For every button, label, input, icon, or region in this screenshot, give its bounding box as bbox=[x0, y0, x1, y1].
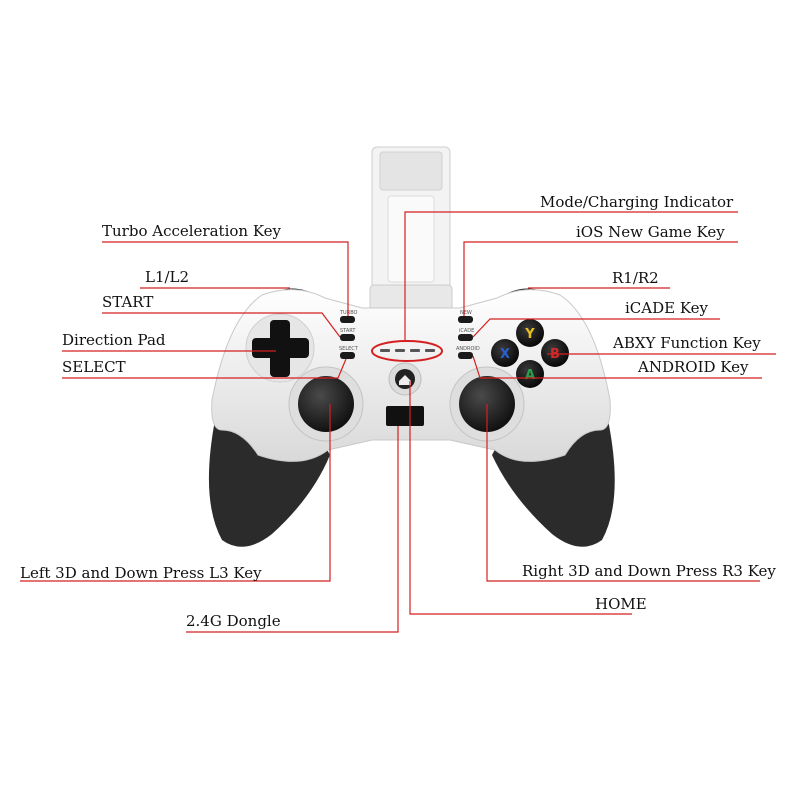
direction-pad[interactable] bbox=[245, 313, 315, 383]
home-button[interactable] bbox=[388, 362, 422, 396]
x-button[interactable]: X bbox=[491, 339, 519, 367]
start-button[interactable] bbox=[340, 334, 355, 341]
mode-charging-indicator bbox=[380, 349, 435, 352]
x-label: X bbox=[500, 347, 510, 362]
a-button[interactable]: A bbox=[516, 360, 544, 388]
label-r1r2: R1/R2 bbox=[612, 269, 659, 287]
left-analog-stick[interactable] bbox=[288, 366, 364, 442]
label-left3d: Left 3D and Down Press L3 Key bbox=[20, 564, 262, 582]
b-button[interactable]: B bbox=[541, 339, 569, 367]
select-print: SELECT bbox=[339, 346, 359, 352]
android-button[interactable] bbox=[458, 352, 473, 359]
leader-android bbox=[472, 355, 762, 379]
label-right3d: Right 3D and Down Press R3 Key bbox=[522, 562, 776, 580]
label-ios-new-game: iOS New Game Key bbox=[576, 223, 725, 241]
phone-clamp bbox=[369, 146, 453, 326]
ios-new-game-button[interactable] bbox=[458, 316, 473, 323]
label-l1l2: L1/L2 bbox=[145, 268, 190, 286]
y-button[interactable]: Y bbox=[516, 319, 544, 347]
indicator-highlight-ring bbox=[371, 340, 443, 362]
leader-select bbox=[62, 358, 347, 379]
label-mode-charging: Mode/Charging Indicator bbox=[540, 193, 734, 211]
icade-print: iCADE bbox=[459, 328, 474, 334]
label-dongle: 2.4G Dongle bbox=[186, 612, 281, 630]
leader-icade bbox=[472, 318, 720, 338]
leader-home bbox=[409, 381, 632, 615]
label-start: START bbox=[102, 293, 154, 311]
label-android: ANDROID Key bbox=[638, 358, 749, 376]
label-home: HOME bbox=[595, 595, 647, 613]
leader-left3d bbox=[20, 404, 331, 582]
label-select: SELECT bbox=[62, 358, 126, 376]
label-icade: iCADE Key bbox=[625, 299, 709, 317]
leader-right3d bbox=[486, 404, 760, 582]
dongle-slot bbox=[386, 406, 424, 426]
start-print: START bbox=[340, 328, 356, 334]
leader-start bbox=[102, 312, 341, 338]
icade-button[interactable] bbox=[458, 334, 473, 341]
y-label: Y bbox=[524, 327, 535, 342]
leader-turbo bbox=[102, 241, 349, 316]
leader-dongle bbox=[186, 426, 399, 633]
leader-ios-new-game bbox=[463, 241, 738, 316]
label-turbo: Turbo Acceleration Key bbox=[102, 222, 281, 240]
select-button[interactable] bbox=[340, 352, 355, 359]
turbo-button[interactable] bbox=[340, 316, 355, 323]
leader-mode-charging bbox=[404, 211, 738, 341]
label-dpad: Direction Pad bbox=[62, 331, 166, 349]
a-label: A bbox=[525, 368, 535, 383]
label-abxy: ABXY Function Key bbox=[613, 334, 761, 352]
new-print: NEW bbox=[460, 310, 472, 316]
android-print: ANDROID bbox=[456, 346, 480, 352]
